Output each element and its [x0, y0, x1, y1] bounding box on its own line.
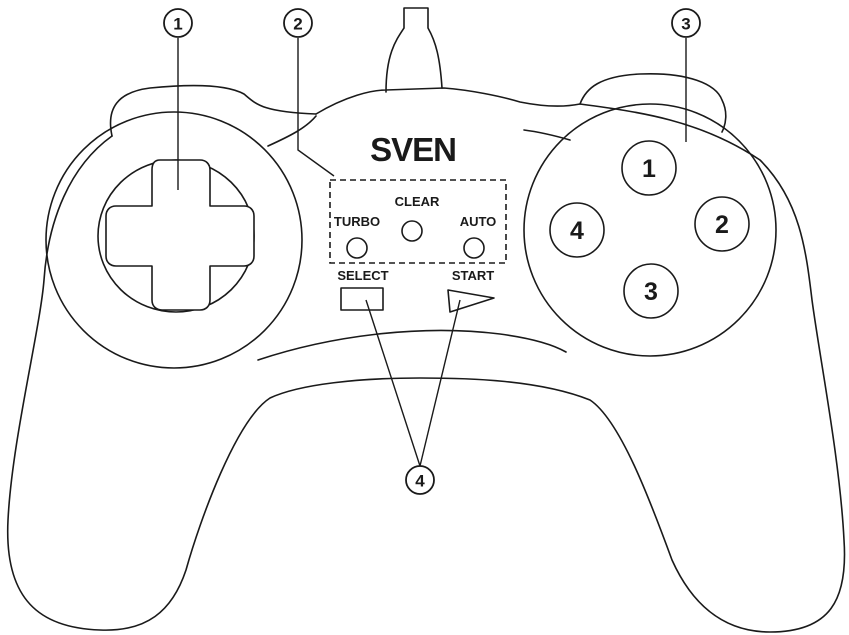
right-grip-outer — [523, 103, 777, 357]
select-button[interactable] — [340, 287, 384, 311]
callout-4-line-select — [365, 299, 421, 467]
clear-label: CLEAR — [395, 194, 440, 209]
svg-text:3: 3 — [681, 15, 690, 34]
dpad[interactable] — [105, 159, 255, 311]
callout-1-marker: 1 — [163, 8, 193, 38]
svg-text:1: 1 — [173, 15, 182, 34]
center-seam-right — [523, 129, 571, 141]
svg-text:3: 3 — [644, 278, 658, 306]
action-button-4[interactable]: 4 — [549, 202, 605, 258]
callout-4-marker: 4 — [405, 465, 435, 495]
auto-button[interactable] — [463, 237, 485, 259]
svg-text:2: 2 — [293, 15, 302, 34]
clear-button[interactable] — [401, 220, 423, 242]
cable — [385, 7, 443, 93]
svg-text:4: 4 — [570, 217, 584, 245]
turbo-button[interactable] — [346, 237, 368, 259]
start-label: START — [452, 268, 494, 283]
svg-text:1: 1 — [642, 155, 656, 183]
left-grip-outer — [45, 111, 303, 369]
brand-logo: SVEN — [370, 131, 456, 168]
center-seam-left — [267, 115, 317, 147]
callout-4-line-start — [419, 299, 461, 467]
callout-2-marker: 2 — [283, 8, 313, 38]
right-shoulder — [579, 73, 727, 133]
svg-text:4: 4 — [415, 472, 425, 491]
svg-text:2: 2 — [715, 211, 729, 239]
controller-body — [6, 87, 846, 633]
turbo-label: TURBO — [334, 214, 380, 229]
action-button-1[interactable]: 1 — [621, 140, 677, 196]
lower-seam — [257, 329, 567, 361]
action-button-2[interactable]: 2 — [694, 196, 750, 252]
callout-3-marker: 3 — [671, 8, 701, 38]
select-label: SELECT — [337, 268, 388, 283]
action-button-3[interactable]: 3 — [623, 263, 679, 319]
start-button[interactable] — [447, 289, 495, 313]
callout-2-line — [297, 38, 335, 177]
auto-label: AUTO — [460, 214, 497, 229]
left-shoulder — [109, 84, 317, 137]
